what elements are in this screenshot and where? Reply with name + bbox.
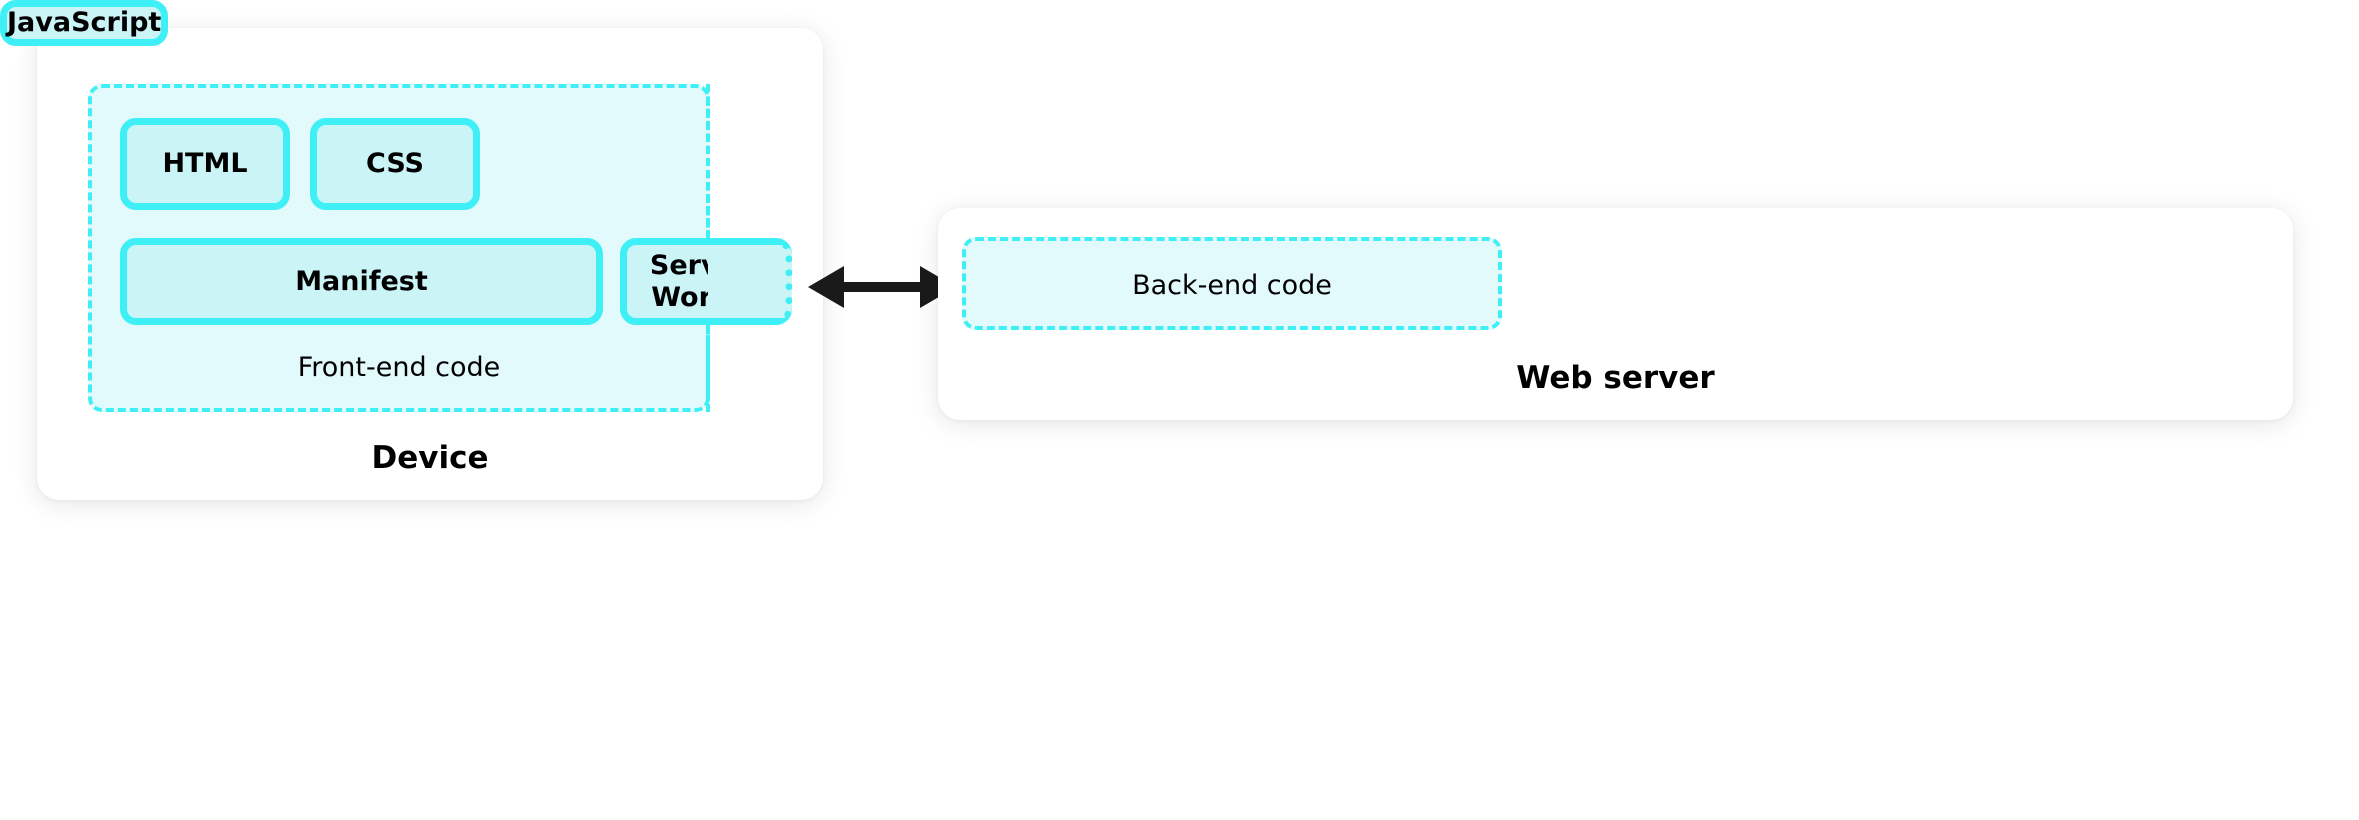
service-worker-label-line2: Worker (651, 281, 761, 313)
component-box-javascript[interactable]: JavaScript (0, 0, 169, 46)
web-server-panel-title: Web server (1516, 360, 1715, 396)
backend-code-region (962, 237, 1502, 330)
frontend-code-caption: Front-end code (297, 352, 501, 383)
component-box-service-worker[interactable]: Service Worker (620, 238, 792, 325)
component-box-manifest[interactable]: Manifest (120, 238, 603, 325)
bidirectional-arrow-icon (808, 266, 956, 308)
component-box-css[interactable]: CSS (310, 118, 480, 210)
service-worker-label-line1: Service (649, 249, 763, 281)
frontend-region-dash-edge-bottom (706, 323, 710, 412)
backend-code-caption: Back-end code (1132, 270, 1332, 301)
device-panel-title: Device (371, 440, 489, 476)
frontend-region-dash-edge-top (706, 84, 710, 240)
service-worker-label: Service Worker (650, 250, 762, 314)
component-box-html[interactable]: HTML (120, 118, 290, 210)
